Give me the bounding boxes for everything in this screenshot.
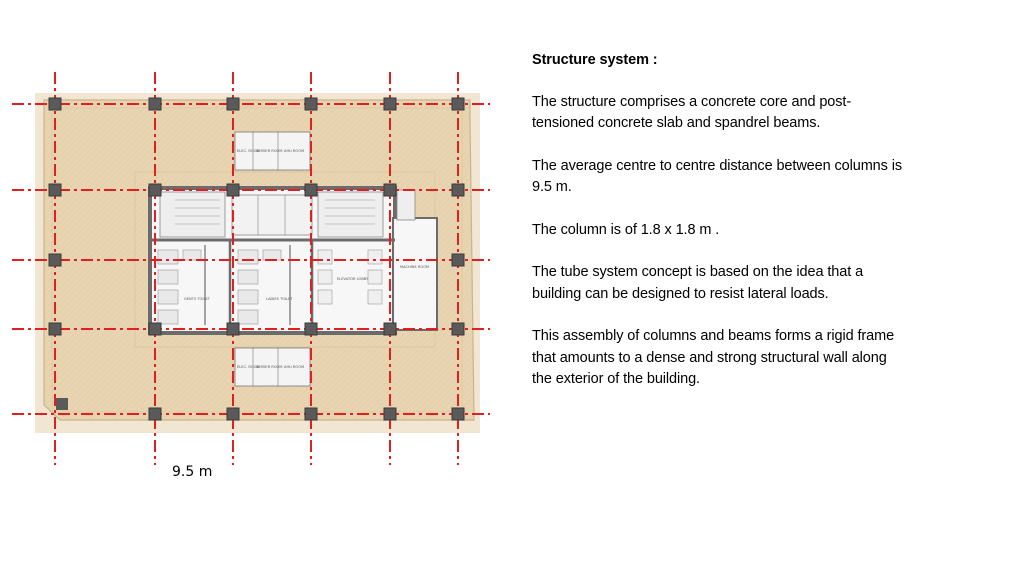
column <box>48 97 62 111</box>
column <box>383 407 397 421</box>
column <box>48 183 62 197</box>
room-label-ladies: LADIES TOILET <box>266 297 293 301</box>
column <box>226 322 240 336</box>
column <box>226 407 240 421</box>
lower-service-rooms: ELEC. ROOM SERVER ROOM AHU ROOM <box>234 347 311 387</box>
scale-label: 9.5 m <box>172 464 213 480</box>
paragraph-core: The structure comprises a concrete core … <box>532 93 852 132</box>
column <box>148 322 162 336</box>
column <box>304 97 318 111</box>
column <box>451 97 465 111</box>
column <box>48 253 62 267</box>
floor-plan: ELEC. ROOM SERVER ROOM AHU ROOM ELEC. RO… <box>12 72 490 465</box>
room-label-server-lower: SERVER ROOM <box>256 365 282 369</box>
section-title: Structure system : <box>532 52 658 68</box>
room-label-ahu: AHU ROOM <box>284 149 304 153</box>
column <box>304 322 318 336</box>
column <box>48 322 62 336</box>
column <box>304 407 318 421</box>
column <box>451 253 465 267</box>
column <box>56 398 68 410</box>
column <box>304 183 318 197</box>
room-label-elevator-lobby: ELEVATOR LOBBY <box>337 277 369 281</box>
column <box>451 407 465 421</box>
paragraph-spacing: The average centre to centre distance be… <box>532 157 902 196</box>
column <box>383 97 397 111</box>
column <box>226 183 240 197</box>
paragraph-column-size: The column is of 1.8 x 1.8 m . <box>532 221 720 238</box>
column <box>383 183 397 197</box>
room-label-gents: GENTS TOILET <box>184 297 211 301</box>
room-label-elec: ELEC. ROOM <box>237 149 260 153</box>
room-label-server: SERVER ROOM <box>256 149 282 153</box>
paragraph-tube-system: The tube system concept is based on the … <box>532 264 864 302</box>
room-label-ahu-lower: AHU ROOM <box>284 365 304 369</box>
columns <box>48 97 465 421</box>
structural-grid <box>12 72 490 465</box>
column <box>226 97 240 111</box>
column <box>451 322 465 336</box>
paragraph-rigid-frame: This assembly of columns and beams forms… <box>532 328 895 387</box>
column <box>451 183 465 197</box>
description-panel: Structure system : The structure compris… <box>532 50 907 412</box>
room-label-elec-lower: ELEC. ROOM <box>237 365 260 369</box>
column <box>148 407 162 421</box>
room-label-machine: MACHINE ROOM <box>400 265 429 269</box>
column <box>148 183 162 197</box>
column <box>383 322 397 336</box>
column <box>148 97 162 111</box>
upper-service-rooms: ELEC. ROOM SERVER ROOM AHU ROOM <box>234 131 311 171</box>
